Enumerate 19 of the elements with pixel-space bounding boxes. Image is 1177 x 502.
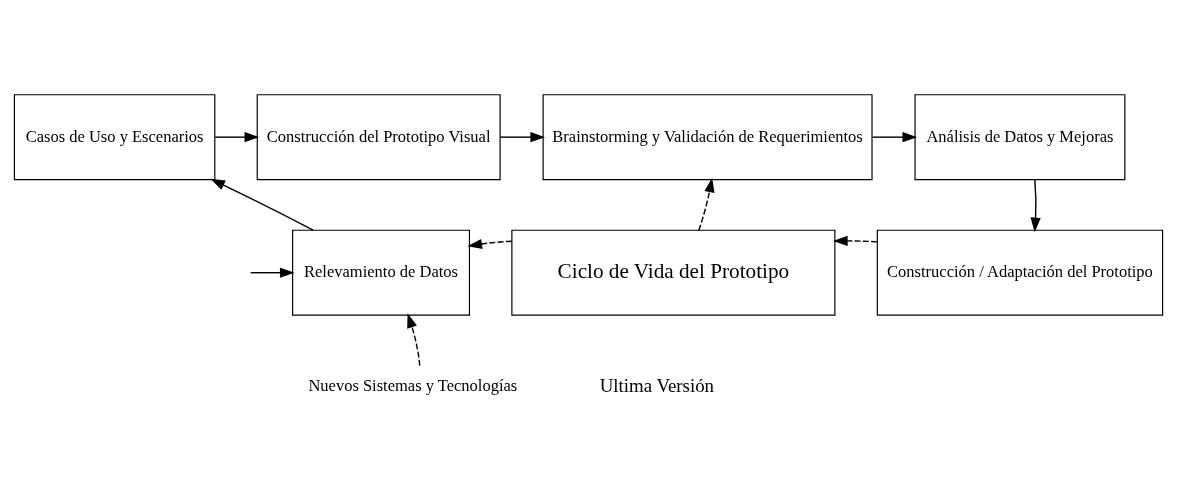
arrow	[1030, 178, 1041, 232]
node-box: Relevamiento de Datos	[292, 229, 471, 316]
arrow	[214, 131, 260, 142]
arrow	[407, 312, 421, 366]
node-box: Brainstorming y Validación de Requerimientos	[542, 93, 873, 180]
node-box: Casos de Uso y Escenarios	[13, 93, 216, 180]
node-box: Construcción / Adaptación del Prototipo	[876, 229, 1164, 316]
arrow	[871, 131, 918, 142]
arrow	[210, 178, 314, 231]
arrow	[833, 235, 878, 246]
arrow	[467, 238, 513, 249]
node-box: Ciclo de Vida del Prototipo	[511, 229, 836, 316]
node-text: Nuevos Sistemas y Tecnologías	[308, 375, 518, 395]
arrow	[698, 177, 715, 231]
arrow	[249, 267, 295, 278]
node-box: Análisis de Datos y Mejoras	[914, 93, 1126, 180]
arrow	[499, 131, 545, 142]
label: Ultima Versión	[599, 374, 715, 396]
node-box: Construcción del Prototipo Visual	[256, 93, 501, 180]
